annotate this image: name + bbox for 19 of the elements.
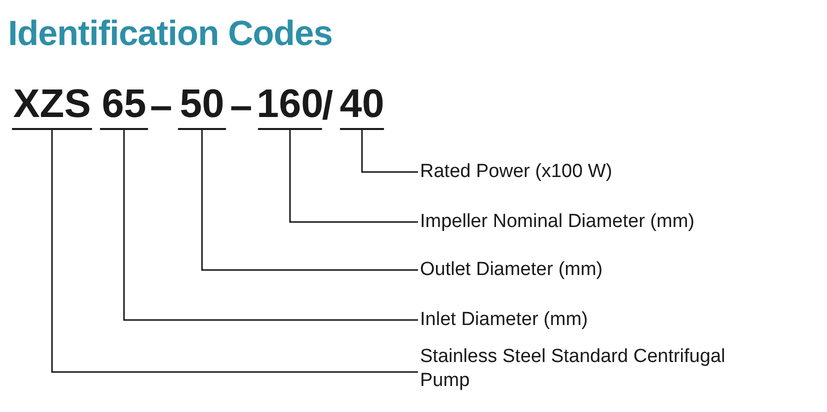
separator-symbol: – bbox=[150, 84, 172, 130]
title: Identification Codes bbox=[8, 14, 332, 54]
description-text: Stainless Steel Standard Centrifugal Pump bbox=[420, 345, 780, 393]
separator-symbol: / bbox=[322, 84, 334, 130]
code-segment: 40 bbox=[340, 84, 384, 130]
code-segment: 160 bbox=[258, 84, 322, 130]
separator-symbol: – bbox=[230, 84, 252, 130]
description-text: Impeller Nominal Diameter (mm) bbox=[420, 210, 780, 234]
description-text: Rated Power (x100 W) bbox=[420, 160, 780, 184]
leader-line bbox=[201, 130, 418, 271]
description-text: Inlet Diameter (mm) bbox=[420, 308, 780, 332]
leader-line bbox=[361, 130, 418, 173]
leader-line bbox=[51, 130, 418, 373]
code-segment: 65 bbox=[100, 84, 148, 130]
code-segment: 50 bbox=[178, 84, 226, 130]
code-segment: XZS bbox=[12, 84, 92, 130]
description-text: Outlet Diameter (mm) bbox=[420, 258, 780, 282]
leader-line bbox=[123, 130, 418, 321]
leader-line bbox=[289, 130, 418, 223]
